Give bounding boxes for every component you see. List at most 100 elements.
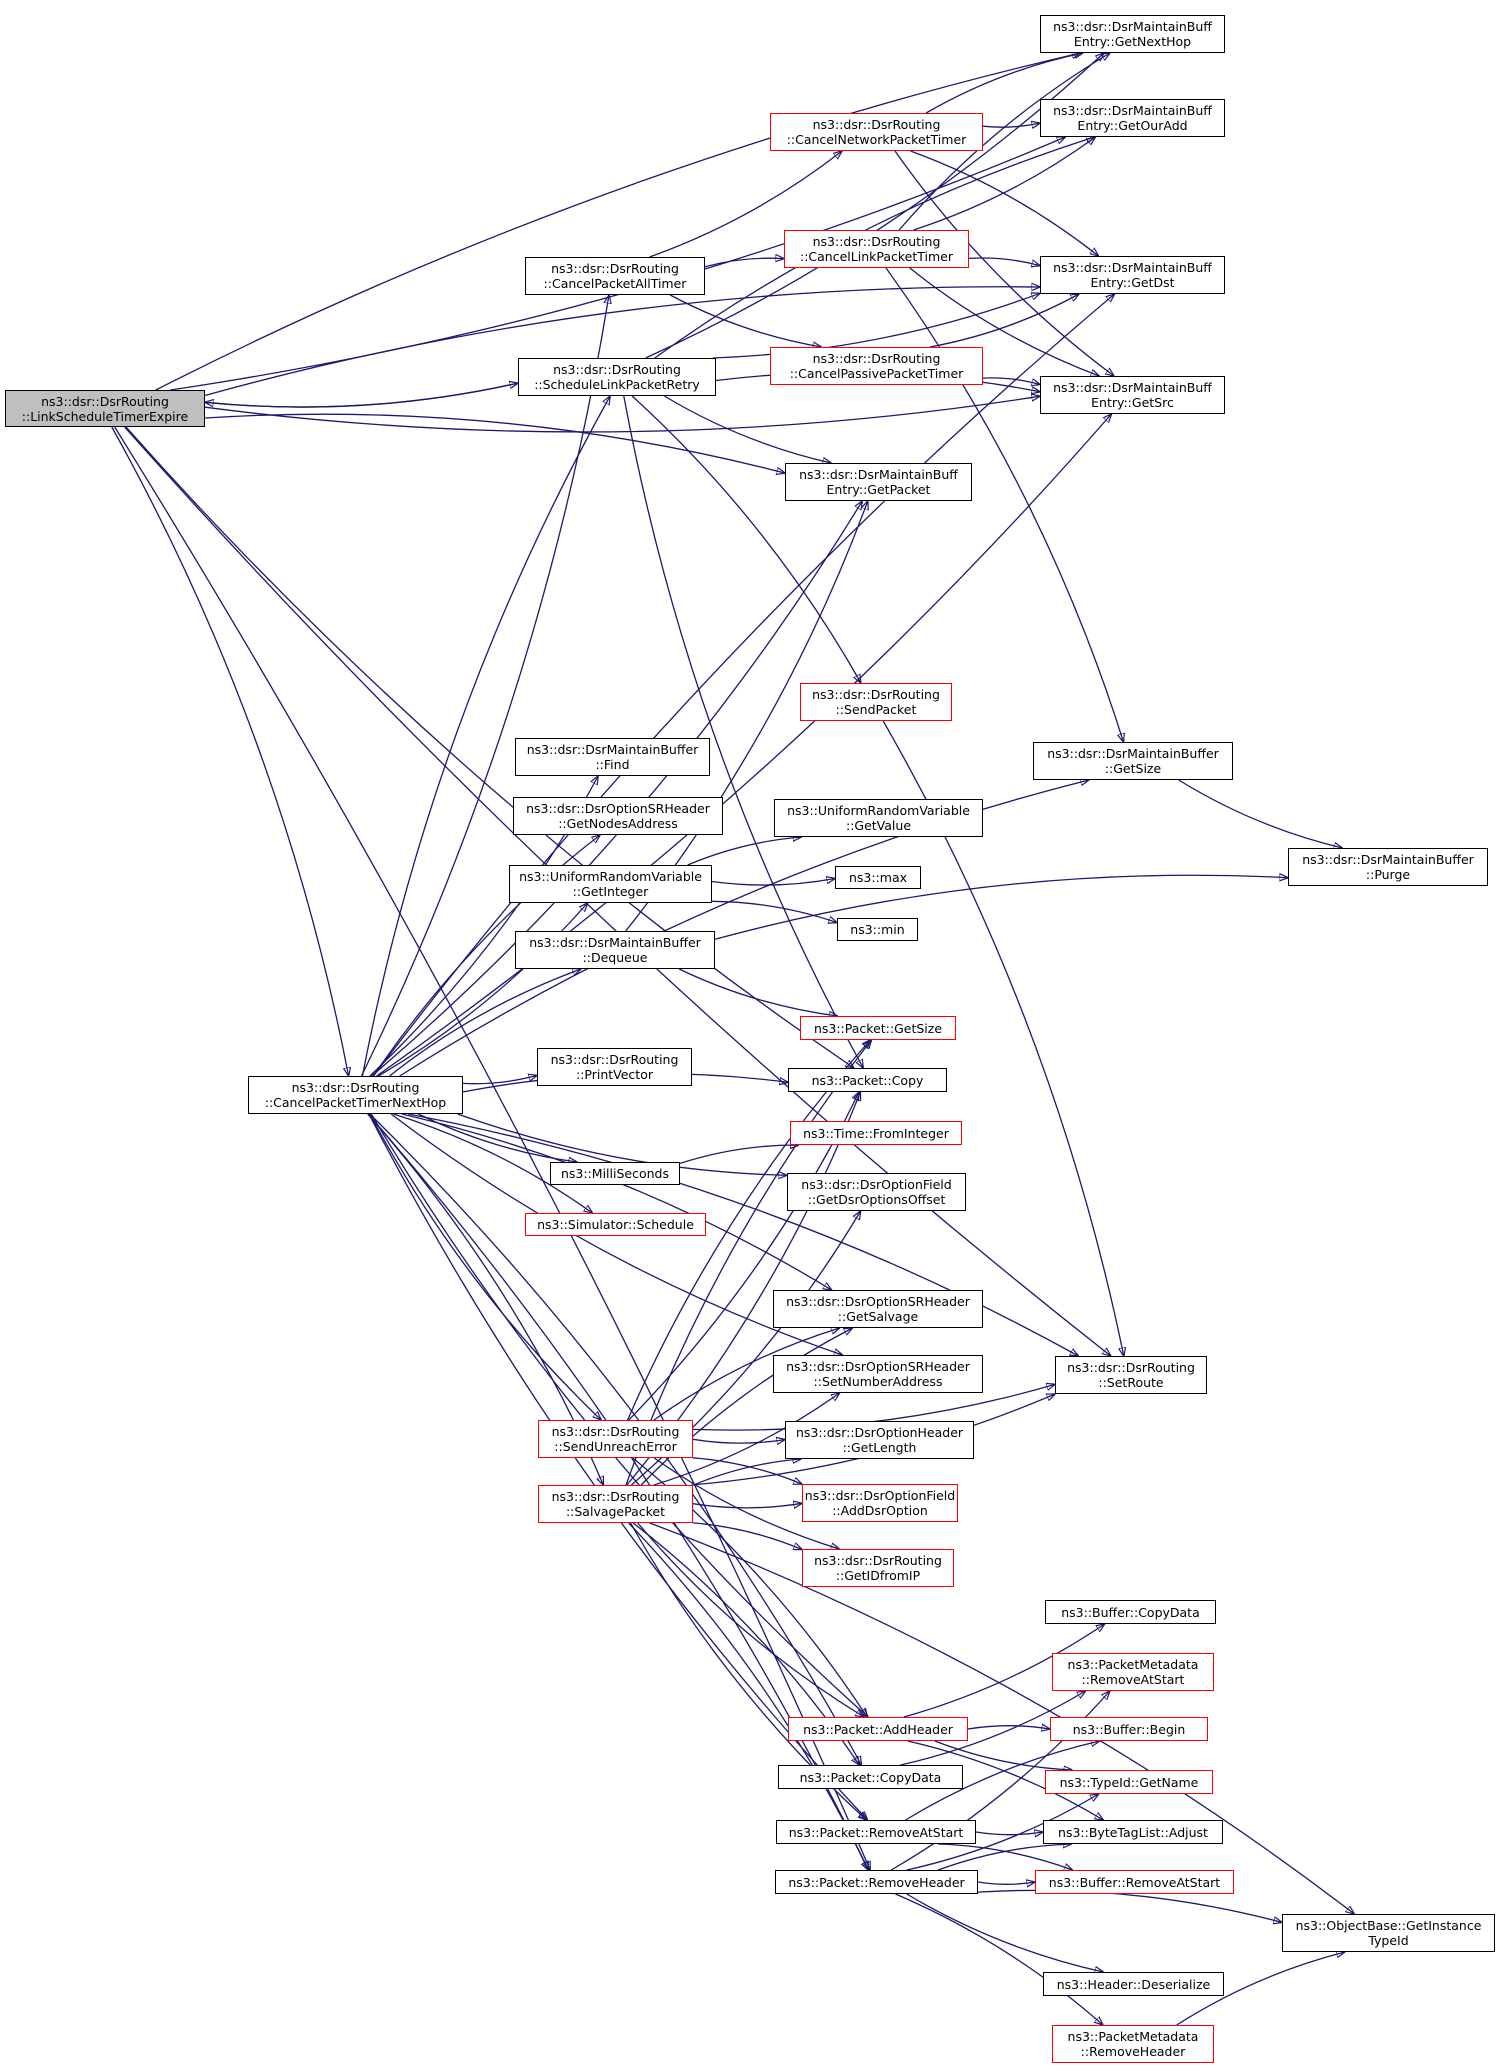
node-get-value[interactable]: ns3::UniformRandomVariable::GetValue	[774, 799, 983, 837]
node-label-line: ::Find	[595, 757, 630, 772]
edge-remove-header-to-pm-remove-header	[895, 1893, 1103, 2025]
edge-sched-retry-to-get-dst	[712, 293, 1040, 359]
edge-root-to-pkt-copy	[125, 426, 854, 1068]
edge-cancel-next-hop-to-sched-retry	[361, 396, 610, 1077]
node-deserialize[interactable]: ns3::Header::Deserialize	[1043, 1972, 1224, 1996]
edge-salvage-to-get-instance-type-id	[649, 1522, 1355, 1914]
edge-add-header-to-btl-adjust	[907, 1740, 1104, 1820]
edge-root-to-sched-retry	[204, 383, 518, 408]
node-root[interactable]: ns3::dsr::DsrRouting::LinkScheduleTimerE…	[5, 390, 205, 427]
node-label-line: ns3::dsr::DsrRouting	[553, 362, 681, 377]
edge-cancel-next-hop-to-pkt-remove-at-start	[368, 1113, 868, 1820]
node-label-line: ::Dequeue	[582, 950, 648, 965]
node-type-get-name[interactable]: ns3::TypeId::GetName	[1045, 1770, 1213, 1794]
node-remove-header[interactable]: ns3::Packet::RemoveHeader	[775, 1870, 978, 1894]
node-salvage[interactable]: ns3::dsr::DsrRouting::SalvagePacket	[538, 1485, 693, 1523]
edge-cancel-next-hop-to-get-nodes-addr	[372, 835, 600, 1077]
edge-cancel-link-to-get-src	[909, 267, 1099, 376]
node-pkt-copy[interactable]: ns3::Packet::Copy	[788, 1068, 947, 1092]
node-buf-remove-at-start[interactable]: ns3::Buffer::RemoveAtStart	[1035, 1870, 1234, 1894]
node-label-line: Entry::GetDst	[1090, 275, 1175, 290]
edge-remove-header-to-type-get-name	[906, 1794, 1099, 1871]
node-label-line: ns3::TypeId::GetName	[1059, 1774, 1199, 1790]
node-purge[interactable]: ns3::dsr::DsrMaintainBuffer::Purge	[1288, 848, 1488, 886]
node-send-unreach[interactable]: ns3::dsr::DsrRouting::SendUnreachError	[538, 1420, 693, 1458]
node-label-line: ::SalvagePacket	[565, 1504, 666, 1519]
node-label-line: ::CancelPassivePacketTimer	[789, 366, 964, 381]
node-buf-copy-data[interactable]: ns3::Buffer::CopyData	[1045, 1600, 1216, 1624]
node-get-integer[interactable]: ns3::UniformRandomVariable::GetInteger	[509, 865, 712, 903]
node-pm-remove-header[interactable]: ns3::PacketMetadata::RemoveHeader	[1052, 2025, 1214, 2063]
node-get-salvage[interactable]: ns3::dsr::DsrOptionSRHeader::GetSalvage	[773, 1290, 983, 1328]
node-label-line: TypeId	[1368, 1933, 1409, 1948]
node-add-dsr-option[interactable]: ns3::dsr::DsrOptionField::AddDsrOption	[802, 1484, 958, 1522]
node-pkt-copy-data[interactable]: ns3::Packet::CopyData	[778, 1765, 963, 1789]
edge-pm-remove-header-to-get-instance-type-id	[1176, 1952, 1345, 2026]
node-btl-adjust[interactable]: ns3::ByteTagList::Adjust	[1043, 1820, 1223, 1844]
node-send-packet[interactable]: ns3::dsr::DsrRouting::SendPacket	[800, 683, 952, 721]
node-label-line: ns3::MilliSeconds	[560, 1166, 669, 1181]
node-label-line: ::GetDsrOptionsOffset	[807, 1192, 946, 1207]
node-pkt-remove-at-start[interactable]: ns3::Packet::RemoveAtStart	[776, 1820, 976, 1844]
edge-add-header-to-buf-begin	[967, 1726, 1050, 1729]
node-cancel-link[interactable]: ns3::dsr::DsrRouting::CancelLinkPacketTi…	[784, 230, 969, 268]
node-get-i-dfrom-ip[interactable]: ns3::dsr::DsrRouting::GetIDfromIP	[802, 1549, 954, 1587]
node-get-nodes-addr[interactable]: ns3::dsr::DsrOptionSRHeader::GetNodesAdd…	[513, 797, 723, 835]
node-buf-get-size[interactable]: ns3::dsr::DsrMaintainBuffer::GetSize	[1033, 742, 1233, 780]
node-buf-begin[interactable]: ns3::Buffer::Begin	[1050, 1717, 1208, 1741]
node-max[interactable]: ns3::max	[835, 866, 921, 889]
node-cancel-network[interactable]: ns3::dsr::DsrRouting::CancelNetworkPacke…	[770, 113, 983, 151]
node-get-dsr-offset[interactable]: ns3::dsr::DsrOptionField::GetDsrOptionsO…	[787, 1173, 966, 1211]
node-sched-retry[interactable]: ns3::dsr::DsrRouting::ScheduleLinkPacket…	[518, 358, 716, 396]
node-dequeue[interactable]: ns3::dsr::DsrMaintainBuffer::Dequeue	[515, 931, 715, 969]
edge-get-integer-to-max	[711, 879, 835, 886]
edge-pkt-copy-data-to-pm-remove-at-start	[900, 1691, 1086, 1766]
node-label-line: ::CancelNetworkPacketTimer	[786, 132, 967, 147]
edge-root-to-get-dst	[204, 287, 1040, 397]
node-label-line: ns3::dsr::DsrRouting	[812, 351, 941, 366]
edge-buf-get-size-to-purge	[1178, 779, 1343, 848]
edge-remove-header-to-deserialize	[906, 1893, 1104, 1972]
node-label-line: ns3::dsr::DsrRouting	[812, 234, 941, 249]
edge-cancel-network-to-get-dst	[910, 150, 1099, 256]
node-cancel-next-hop[interactable]: ns3::dsr::DsrRouting::CancelPacketTimerN…	[248, 1076, 463, 1114]
edge-sched-retry-to-pkt-copy	[623, 395, 863, 1068]
edge-sched-retry-to-send-packet	[631, 395, 861, 683]
node-label-line: ::GetValue	[845, 818, 912, 833]
node-from-integer[interactable]: ns3::Time::FromInteger	[790, 1121, 962, 1145]
node-cancel-all[interactable]: ns3::dsr::DsrRouting::CancelPacketAllTim…	[525, 257, 705, 295]
edge-get-integer-to-min	[711, 900, 837, 922]
node-label-line: ns3::dsr::DsrRouting	[1067, 1360, 1195, 1375]
node-cancel-passive[interactable]: ns3::dsr::DsrRouting::CancelPassivePacke…	[770, 347, 983, 385]
edge-cancel-network-to-get-our-add	[982, 123, 1040, 127]
node-label-line: ::RemoveHeader	[1080, 2044, 1186, 2059]
node-get-length[interactable]: ns3::dsr::DsrOptionHeader::GetLength	[785, 1421, 974, 1459]
node-min[interactable]: ns3::min	[837, 918, 918, 941]
node-label-line: ::GetNodesAddress	[558, 816, 678, 831]
node-set-num-addr[interactable]: ns3::dsr::DsrOptionSRHeader::SetNumberAd…	[773, 1355, 983, 1393]
node-label-line: Entry::GetSrc	[1091, 395, 1174, 410]
node-find[interactable]: ns3::dsr::DsrMaintainBuffer::Find	[515, 738, 710, 776]
edge-cancel-passive-to-get-src	[982, 377, 1040, 385]
node-label-line: ::Purge	[1365, 867, 1411, 882]
node-schedule[interactable]: ns3::Simulator::Schedule	[525, 1213, 706, 1236]
node-label-line: ns3::dsr::DsrMaintainBuff	[1053, 380, 1212, 395]
node-label-line: ns3::Packet::RemoveHeader	[788, 1874, 965, 1890]
node-pm-remove-at-start[interactable]: ns3::PacketMetadata::RemoveAtStart	[1052, 1653, 1214, 1691]
node-pkt-get-size[interactable]: ns3::Packet::GetSize	[800, 1016, 956, 1040]
edge-cancel-next-hop-to-remove-header	[367, 1113, 868, 1870]
node-print-vector[interactable]: ns3::dsr::DsrRouting::PrintVector	[537, 1048, 692, 1086]
node-label-line: ns3::dsr::DsrRouting	[551, 1489, 680, 1504]
node-add-header[interactable]: ns3::Packet::AddHeader	[788, 1717, 968, 1741]
node-milli-seconds[interactable]: ns3::MilliSeconds	[550, 1162, 680, 1185]
edge-cancel-next-hop-to-get-dsr-offset	[457, 1113, 787, 1175]
edge-root-to-get-next-hop	[155, 53, 1081, 391]
edge-salvage-to-get-i-dfrom-ip	[692, 1522, 802, 1550]
node-set-route[interactable]: ns3::dsr::DsrRouting::SetRoute	[1055, 1356, 1207, 1394]
